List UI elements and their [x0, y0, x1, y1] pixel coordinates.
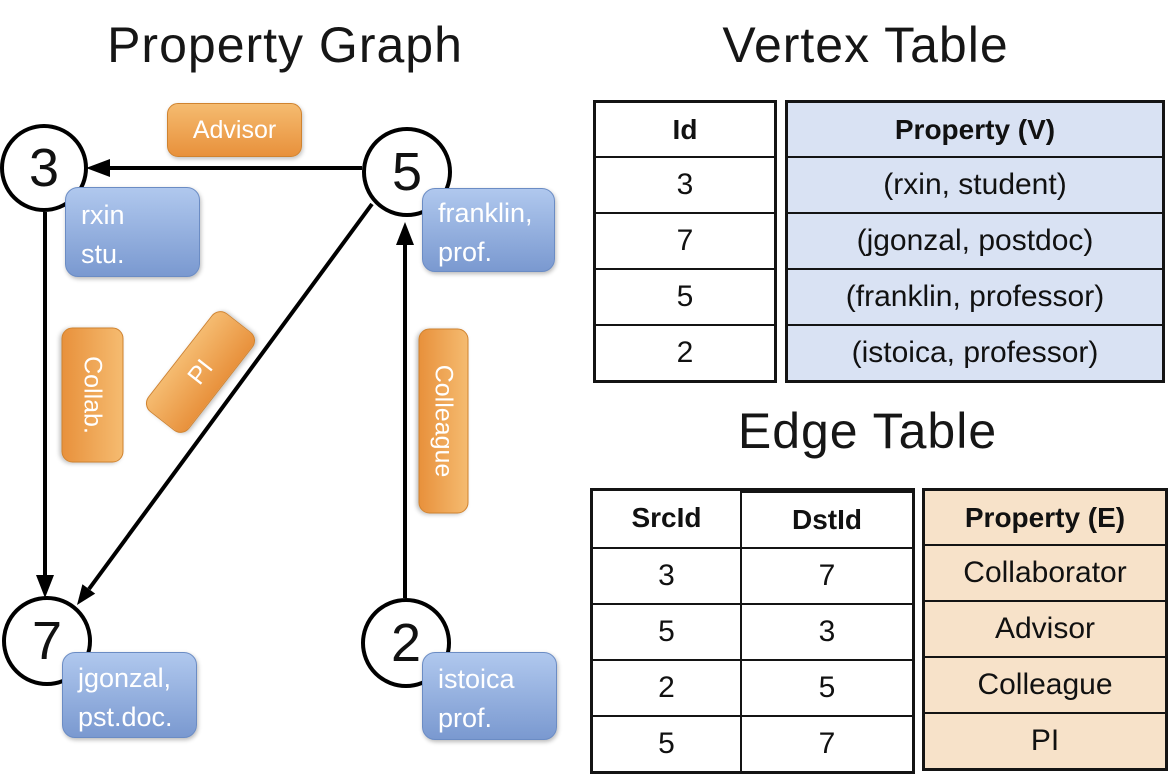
vertex-property-line: franklin, [438, 198, 533, 228]
vertex-table-property-cell: (franklin, professor) [788, 268, 1162, 324]
edge-label-colleague: Colleague [418, 328, 469, 514]
node-2-id: 2 [390, 613, 422, 673]
edge-table-dst-cell: 7 [740, 715, 912, 771]
vertex-property-line: jgonzal, [78, 663, 172, 693]
node-7-id: 7 [31, 611, 63, 671]
vertex-table-header-property: Property (V) [894, 113, 1056, 145]
edge-table-property-cell: Colleague [925, 656, 1165, 712]
edge-table-header-property: Property (E) [964, 501, 1126, 533]
vertex-table-property-column: Property (V) (rxin, student) (jgonzal, p… [785, 100, 1165, 383]
vertex-table-property-cell: (rxin, student) [788, 156, 1162, 212]
vertex-property-line: istoica [438, 664, 515, 694]
vertex-table-property-cell: (istoica, professor) [788, 324, 1162, 380]
vertex-property-line: prof. [438, 237, 493, 268]
node-5-id: 5 [391, 142, 423, 202]
edge-table-property-cell: Collaborator [925, 544, 1165, 600]
edge-table-property-cell: Advisor [925, 600, 1165, 656]
vertex-table-header-id: Id [672, 113, 698, 145]
edge-line-5-7 [87, 202, 374, 591]
graph-edges-svg [36, 159, 414, 605]
vertex-property-box-7: jgonzal, pst.doc. [62, 652, 197, 738]
vertex-property-box-2: istoica prof. [422, 652, 557, 740]
vertex-table-id-column: Id 3 7 5 2 [593, 100, 777, 383]
edge-arrowhead-3-7 [36, 575, 54, 598]
edge-label-collab: Collab. [61, 327, 124, 463]
edge-table-id-columns: SrcId DstId 3 7 5 3 2 5 5 7 [590, 488, 915, 774]
vertex-property-box-3: rxin stu. [65, 187, 200, 277]
vertex-table-id-cell: 7 [596, 212, 774, 268]
edge-table-src-cell: 5 [593, 603, 740, 659]
edge-table-property-column: Property (E) Collaborator Advisor Collea… [922, 488, 1168, 771]
vertex-table-id-cell: 5 [596, 268, 774, 324]
edge-table-src-cell: 5 [593, 715, 740, 771]
edge-label-advisor: Advisor [167, 103, 302, 157]
vertex-property-line: prof. [438, 703, 493, 734]
edge-table-dst-cell: 5 [740, 659, 912, 715]
edge-table-header-dst: DstId [740, 491, 912, 547]
vertex-table-id-cell: 3 [596, 156, 774, 212]
edge-table-property-cell: PI [925, 712, 1165, 768]
edge-arrowhead-5-3 [86, 159, 110, 177]
edge-arrowhead-5-7 [77, 584, 96, 605]
edge-arrowhead-2-5 [396, 222, 414, 245]
edge-table-title: Edge Table [737, 403, 998, 459]
edge-table-src-cell: 3 [593, 547, 740, 603]
property-graph-title: Property Graph [107, 17, 463, 73]
graph-node-2: 2 [361, 598, 451, 688]
edge-table-src-cell: 2 [593, 659, 740, 715]
vertex-property-box-5: franklin, prof. [422, 188, 555, 272]
vertex-table-title: Vertex Table [722, 17, 1009, 73]
node-3-id: 3 [28, 138, 60, 198]
edge-table-dst-cell: 7 [740, 547, 912, 603]
edge-table-header-src: SrcId [631, 501, 702, 533]
vertex-property-line: rxin [81, 200, 125, 230]
vertex-table-id-cell: 2 [596, 324, 774, 380]
vertex-property-line: stu. [81, 239, 125, 270]
edge-table-dst-cell: 3 [740, 603, 912, 659]
vertex-property-line: pst.doc. [78, 702, 173, 733]
vertex-table-property-cell: (jgonzal, postdoc) [788, 212, 1162, 268]
